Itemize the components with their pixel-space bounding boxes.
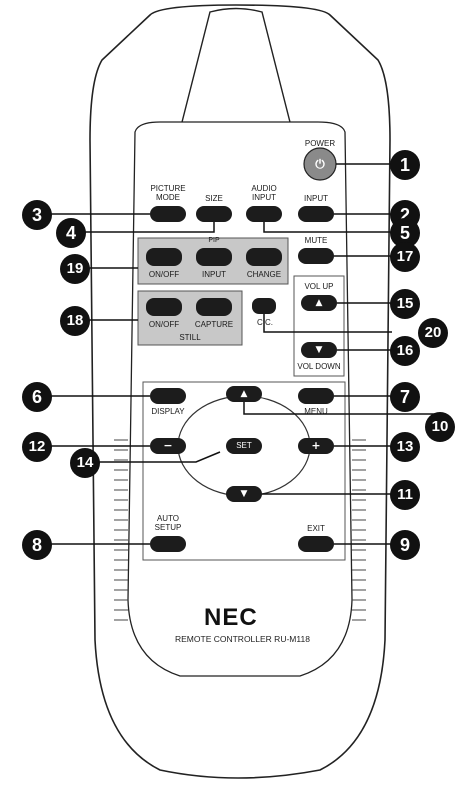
input-label: INPUT (304, 194, 328, 203)
display-label: DISPLAY (151, 407, 185, 416)
input-button[interactable] (298, 206, 334, 222)
exit-label: EXIT (307, 524, 325, 533)
left-grip (114, 439, 128, 621)
callout-marker-4: 4 (56, 218, 86, 248)
plus-icon: + (311, 439, 321, 452)
audio-input-label: AUDIO INPUT (251, 184, 277, 202)
model-label: REMOTE CONTROLLER RU-M118 (175, 634, 310, 644)
callout-marker-19: 19 (60, 254, 90, 284)
vol-up-label: VOL UP (304, 282, 334, 291)
minus-button[interactable] (150, 438, 186, 454)
callout-marker-18: 18 (60, 306, 90, 336)
vol-down-button[interactable] (301, 342, 337, 358)
capture-label: CAPTURE (194, 320, 234, 329)
callout-marker-17: 17 (390, 242, 420, 272)
callout-marker-7: 7 (390, 382, 420, 412)
callout-marker-3: 3 (22, 200, 52, 230)
plus-button[interactable] (298, 438, 334, 454)
picture-mode-label: PICTURE MODE (150, 184, 186, 202)
auto-setup-button[interactable] (150, 536, 186, 552)
pip-change-button[interactable] (246, 248, 282, 266)
callout-marker-20: 20 (418, 318, 448, 348)
callout-marker-15: 15 (390, 289, 420, 319)
callout-marker-9: 9 (390, 530, 420, 560)
callout-marker-6: 6 (22, 382, 52, 412)
capture-button[interactable] (196, 298, 232, 316)
auto-setup-label: AUTO SETUP (154, 514, 182, 532)
callout-marker-13: 13 (390, 432, 420, 462)
size-button[interactable] (196, 206, 232, 222)
callout-marker-1: 1 (390, 150, 420, 180)
pip-input-label: INPUT (202, 270, 226, 279)
down-arrow-icon: ▼ (315, 345, 323, 355)
still-on-off-button[interactable] (146, 298, 182, 316)
callout-marker-10: 10 (425, 412, 455, 442)
callout-marker-12: 12 (22, 432, 52, 462)
pip-change-label: CHANGE (246, 270, 282, 279)
callout-leaders (50, 163, 441, 545)
vol-up-button[interactable] (301, 295, 337, 311)
mute-button[interactable] (298, 248, 334, 264)
set-button[interactable] (226, 438, 262, 454)
up-arrow-icon: ▲ (315, 298, 323, 308)
still-label: STILL (179, 333, 201, 342)
picture-mode-button[interactable] (150, 206, 186, 222)
pip-input-button[interactable] (196, 248, 232, 266)
still-on-off-label: ON/OFF (148, 320, 180, 329)
menu-button[interactable] (298, 388, 334, 404)
set-button-label: SET (236, 441, 252, 450)
volume-group (293, 275, 345, 377)
down-button[interactable] (226, 486, 262, 502)
pip-label: PIP (208, 237, 220, 244)
pip-on-off-button[interactable] (146, 248, 182, 266)
up-arrow-icon: ▲ (240, 389, 248, 399)
display-button[interactable] (150, 388, 186, 404)
brand-logo: NEC (204, 604, 258, 631)
mute-label: MUTE (304, 236, 328, 245)
size-label: SIZE (205, 194, 223, 203)
navigation-group (142, 381, 346, 561)
down-arrow-icon: ▼ (240, 489, 248, 499)
audio-input-button[interactable] (246, 206, 282, 222)
exit-button[interactable] (298, 536, 334, 552)
vol-down-label: VOL DOWN (297, 362, 341, 371)
minus-icon: − (163, 439, 173, 452)
callout-marker-8: 8 (22, 530, 52, 560)
remote-top-tab (179, 7, 293, 131)
pip-on-off-label: ON/OFF (148, 270, 180, 279)
menu-label: MENU (304, 407, 328, 416)
up-button[interactable] (226, 386, 262, 402)
right-grip (352, 439, 366, 621)
cc-button[interactable] (252, 298, 276, 314)
callout-marker-16: 16 (390, 336, 420, 366)
power-icon: ⏻ (315, 157, 325, 171)
cc-label: C.C. (257, 318, 273, 327)
callout-marker-11: 11 (390, 480, 420, 510)
callout-marker-14: 14 (70, 448, 100, 478)
power-label: POWER (304, 139, 336, 148)
